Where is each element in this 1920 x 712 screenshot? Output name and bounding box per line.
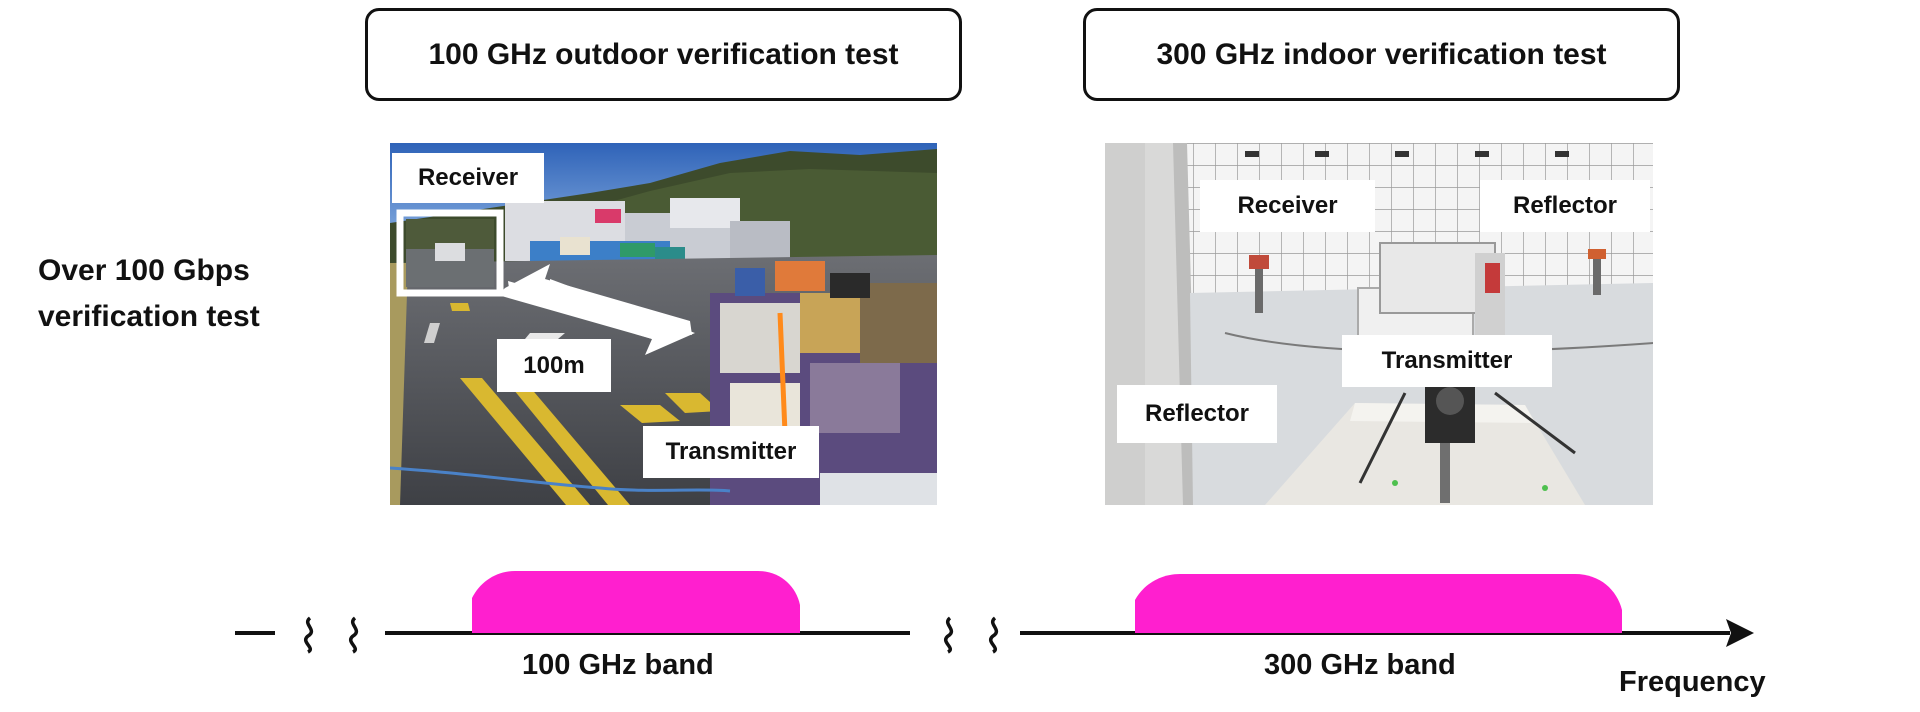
outdoor-photo-illustration (390, 143, 937, 505)
header-100ghz-text: 100 GHz outdoor verification test (428, 37, 899, 71)
outdoor-test-photo: Receiver 100m Transmitter (390, 143, 937, 505)
outdoor-receiver-tag: Receiver (392, 153, 544, 203)
band-100ghz-label: 100 GHz band (522, 649, 714, 681)
header-100ghz-outdoor: 100 GHz outdoor verification test (365, 8, 962, 101)
band-300ghz-shape (1135, 574, 1622, 633)
axis-break-icon (989, 616, 999, 654)
side-label-over-100gbps: Over 100 Gbps verification test (38, 248, 260, 340)
frequency-axis-label: Frequency (1619, 666, 1766, 698)
outdoor-transmitter-tag: Transmitter (643, 426, 819, 478)
band-100ghz-shape (472, 571, 800, 633)
header-300ghz-text: 300 GHz indoor verification test (1156, 37, 1607, 71)
indoor-reflector-top-tag: Reflector (1480, 180, 1650, 232)
indoor-reflector-left-tag: Reflector (1117, 385, 1277, 443)
axis-break-icon (944, 616, 954, 654)
band-300ghz-label: 300 GHz band (1264, 649, 1456, 681)
outdoor-distance-tag: 100m (497, 339, 611, 392)
axis-break-icon (304, 616, 314, 654)
header-300ghz-indoor: 300 GHz indoor verification test (1083, 8, 1680, 101)
indoor-test-photo: Receiver Reflector Transmitter Reflector (1105, 143, 1653, 505)
side-label-line2: verification test (38, 300, 260, 333)
indoor-receiver-tag: Receiver (1200, 180, 1375, 232)
axis-arrow-icon (1726, 619, 1754, 647)
axis-break-icon (349, 616, 359, 654)
indoor-transmitter-tag: Transmitter (1342, 335, 1552, 387)
side-label-line1: Over 100 Gbps (38, 254, 250, 287)
